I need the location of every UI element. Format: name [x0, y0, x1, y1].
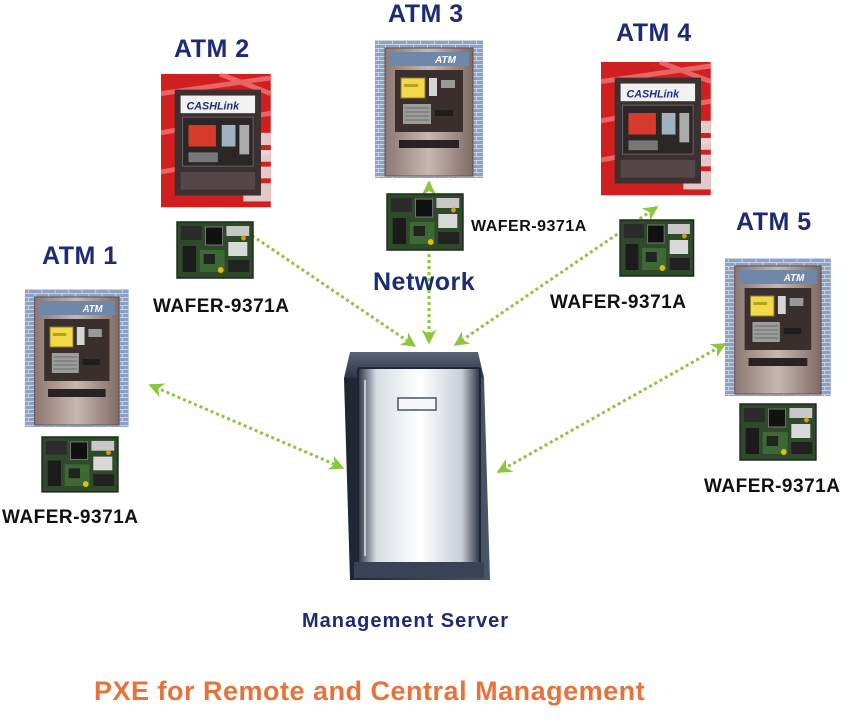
management-server — [344, 352, 490, 580]
atm2-title: ATM 2 — [174, 35, 250, 63]
atm-machine-2: CASHLink — [161, 74, 271, 207]
link-atm2-server — [230, 220, 417, 348]
atm3-board-label: WAFER-9371A — [471, 218, 587, 235]
wafer-board-5 — [739, 403, 817, 461]
atm3-title: ATM 3 — [388, 0, 464, 28]
wafer-board-1 — [41, 436, 119, 493]
link-atm4-server — [453, 205, 659, 347]
wafer-board-3 — [386, 193, 464, 251]
atm-machine-5: ATM — [724, 257, 832, 397]
atm4-board-label: WAFER-9371A — [550, 292, 687, 313]
atm2-board-label: WAFER-9371A — [153, 296, 290, 317]
atm-panel-text: ATM — [82, 304, 104, 315]
atm-machine-3: ATM — [374, 39, 484, 179]
link-atm1-server — [148, 383, 345, 470]
atm-brand-text: CASHLink — [186, 100, 240, 112]
atm-panel-text: ATM — [434, 55, 457, 66]
atm-panel-text: ATM — [783, 273, 805, 284]
atm4-title: ATM 4 — [616, 19, 692, 47]
atm5-title: ATM 5 — [736, 208, 812, 236]
wafer-board-2 — [176, 221, 254, 279]
atm-machine-4: CASHLink — [601, 62, 711, 195]
atm5-board-label: WAFER-9371A — [704, 476, 841, 497]
link-atm5-server — [496, 342, 727, 474]
atm-machine-1: ATM — [24, 288, 130, 428]
network-label: Network — [373, 268, 476, 296]
server-label: Management Server — [302, 610, 510, 632]
atm1-board-label: WAFER-9371A — [2, 507, 139, 528]
atm-brand-text: CASHLink — [626, 88, 680, 100]
atm1-title: ATM 1 — [42, 242, 118, 270]
wafer-board-4 — [619, 219, 695, 277]
diagram-caption: PXE for Remote and Central Management — [94, 676, 646, 706]
